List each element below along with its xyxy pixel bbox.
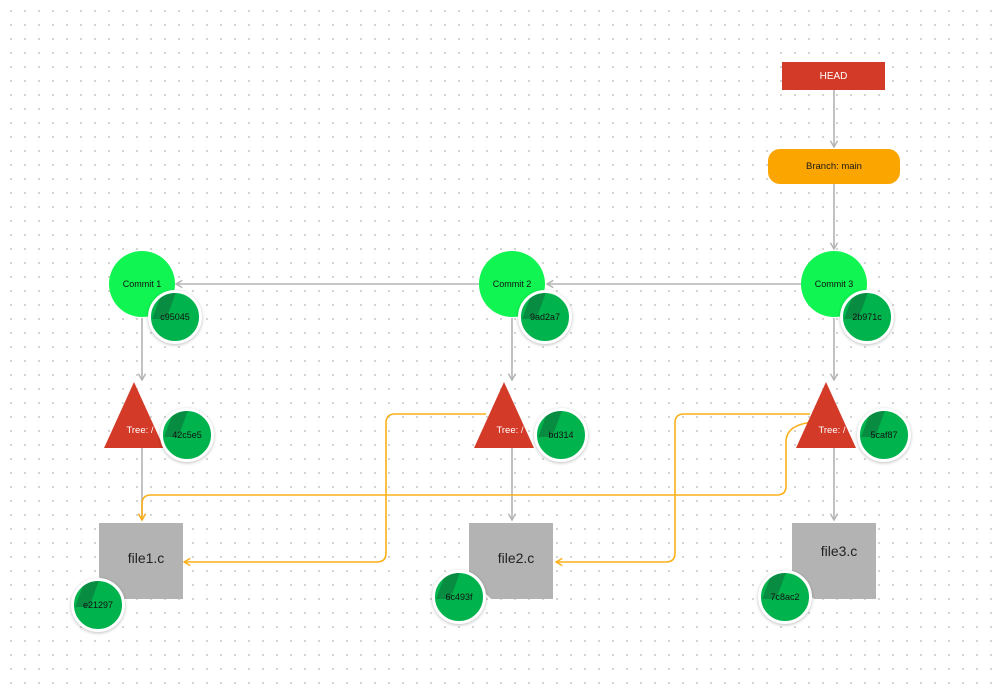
file-label: file2.c xyxy=(497,550,535,566)
file-hash-text: 7c8ac2 xyxy=(770,592,800,602)
commit-hash-text: 2b971c xyxy=(852,312,882,322)
file-hash-badge-1: e21297 xyxy=(71,578,125,632)
commit-hash-text: 9ad2a7 xyxy=(529,312,561,322)
head-node[interactable]: HEAD xyxy=(782,62,885,90)
tree-hash-badge-3: 5caf87 xyxy=(857,408,911,462)
tree-label: Tree: / xyxy=(126,425,154,436)
file-hash-text: 6c493f xyxy=(445,592,473,602)
commit-hash-text: c95045 xyxy=(160,312,190,322)
commit-label: Commit 2 xyxy=(492,279,532,289)
tree-hash-text: 5caf87 xyxy=(870,430,898,440)
commit-label: Commit 1 xyxy=(122,279,162,289)
file-node-3[interactable]: file3.c xyxy=(792,523,876,599)
tree-hash-badge-2: bd314 xyxy=(534,408,588,462)
branch-label: Branch: main xyxy=(806,161,862,172)
commit-label: Commit 3 xyxy=(814,279,854,289)
tree-label: Tree: / xyxy=(496,425,524,436)
tree-label: Tree: / xyxy=(818,425,846,436)
arrow-tree2-to-file1 xyxy=(182,413,486,567)
branch-node[interactable]: Branch: main xyxy=(768,149,900,184)
file-hash-badge-2: 6c493f xyxy=(432,570,486,624)
commit-hash-badge-1: c95045 xyxy=(148,290,202,344)
tree-hash-badge-1: 42c5e5 xyxy=(160,408,214,462)
file-label: file1.c xyxy=(127,550,165,566)
commit-hash-badge-3: 2b971c xyxy=(840,290,894,344)
arrow-tree3-to-file2 xyxy=(554,413,810,567)
tree-hash-text: bd314 xyxy=(548,430,574,440)
commit-hash-badge-2: 9ad2a7 xyxy=(518,290,572,344)
head-label: HEAD xyxy=(819,70,848,82)
file-hash-text: e21297 xyxy=(82,600,114,610)
tree-hash-text: 42c5e5 xyxy=(172,430,202,440)
arrow-tree3-to-file1 xyxy=(137,421,816,522)
file-hash-badge-3: 7c8ac2 xyxy=(758,570,812,624)
file-label: file3.c xyxy=(820,543,858,559)
